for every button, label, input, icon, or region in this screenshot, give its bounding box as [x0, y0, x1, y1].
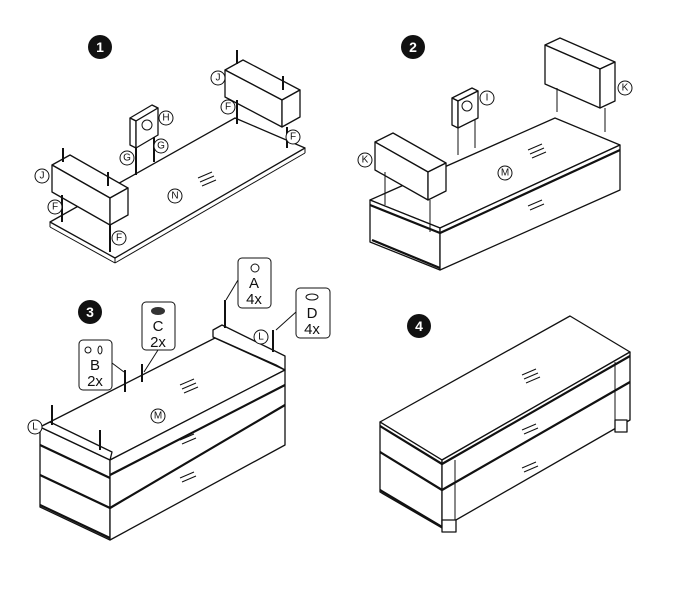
part-label-k: K — [617, 80, 633, 96]
back-panel-i — [451, 87, 479, 155]
part-label-h: H — [158, 110, 174, 126]
svg-text:F: F — [52, 202, 58, 213]
assembled-tv-stand — [379, 315, 631, 533]
svg-text:4: 4 — [415, 318, 423, 334]
glass-mark — [197, 171, 217, 187]
step-1: 1 J J H G G — [34, 35, 306, 264]
svg-text:4x: 4x — [246, 291, 262, 308]
step-2: 2 I K K — [357, 35, 633, 271]
svg-text:I: I — [486, 93, 489, 104]
screws — [51, 300, 274, 450]
shelf-unit — [369, 117, 621, 271]
svg-text:F: F — [116, 233, 122, 244]
svg-text:C: C — [153, 318, 164, 335]
part-label-n: N — [167, 188, 183, 204]
svg-text:D: D — [307, 305, 318, 322]
svg-text:4x: 4x — [304, 321, 320, 338]
part-label-f: F — [47, 199, 63, 215]
part-label-k: K — [357, 152, 373, 168]
part-label-f: F — [285, 129, 301, 145]
svg-text:M: M — [501, 168, 509, 179]
callout-part-d: D4x — [275, 287, 331, 339]
svg-text:L: L — [258, 332, 264, 343]
part-label-f: F — [111, 230, 127, 246]
svg-text:L: L — [32, 422, 38, 433]
step-number-4: 4 — [407, 314, 431, 338]
side-panel-j-left — [51, 148, 129, 252]
callout-part-c: C2x — [141, 301, 176, 373]
step-number-3: 3 — [78, 300, 102, 324]
svg-text:F: F — [225, 102, 231, 113]
svg-text:G: G — [157, 141, 165, 152]
callout-part-b: B2x — [78, 339, 125, 391]
part-label-l: L — [253, 329, 269, 345]
svg-text:N: N — [171, 191, 178, 202]
svg-text:F: F — [290, 132, 296, 143]
shelf-unit — [39, 324, 286, 541]
part-label-m: M — [497, 165, 513, 181]
svg-text:G: G — [123, 153, 131, 164]
side-panel-j-right — [224, 50, 301, 148]
svg-text:H: H — [162, 113, 169, 124]
svg-text:J: J — [40, 171, 45, 182]
svg-text:K: K — [362, 155, 369, 166]
step-3: 3 A4x D4x — [27, 257, 331, 541]
svg-text:3: 3 — [86, 304, 94, 320]
svg-text:2x: 2x — [87, 373, 103, 390]
part-label-i: I — [479, 90, 495, 106]
step-4: 4 — [379, 314, 631, 533]
part-label-g: G — [153, 138, 169, 154]
back-panel-h — [129, 104, 159, 175]
svg-text:M: M — [154, 411, 162, 422]
svg-text:J: J — [216, 73, 221, 84]
part-label-g: G — [119, 150, 135, 166]
part-label-m: M — [150, 408, 166, 424]
part-label-f: F — [220, 99, 236, 115]
svg-text:1: 1 — [96, 39, 104, 55]
part-label-j: J — [34, 168, 50, 184]
side-panel-k-right — [544, 37, 616, 132]
callout-part-a: A4x — [225, 257, 272, 309]
side-panel-k-left — [374, 132, 447, 232]
svg-text:K: K — [622, 83, 629, 94]
svg-text:A: A — [249, 275, 259, 292]
svg-text:B: B — [90, 357, 100, 374]
svg-text:2x: 2x — [150, 334, 166, 351]
part-label-l: L — [27, 419, 43, 435]
svg-text:2: 2 — [409, 39, 417, 55]
part-label-j: J — [210, 70, 226, 86]
step-number-1: 1 — [88, 35, 112, 59]
step-number-2: 2 — [401, 35, 425, 59]
